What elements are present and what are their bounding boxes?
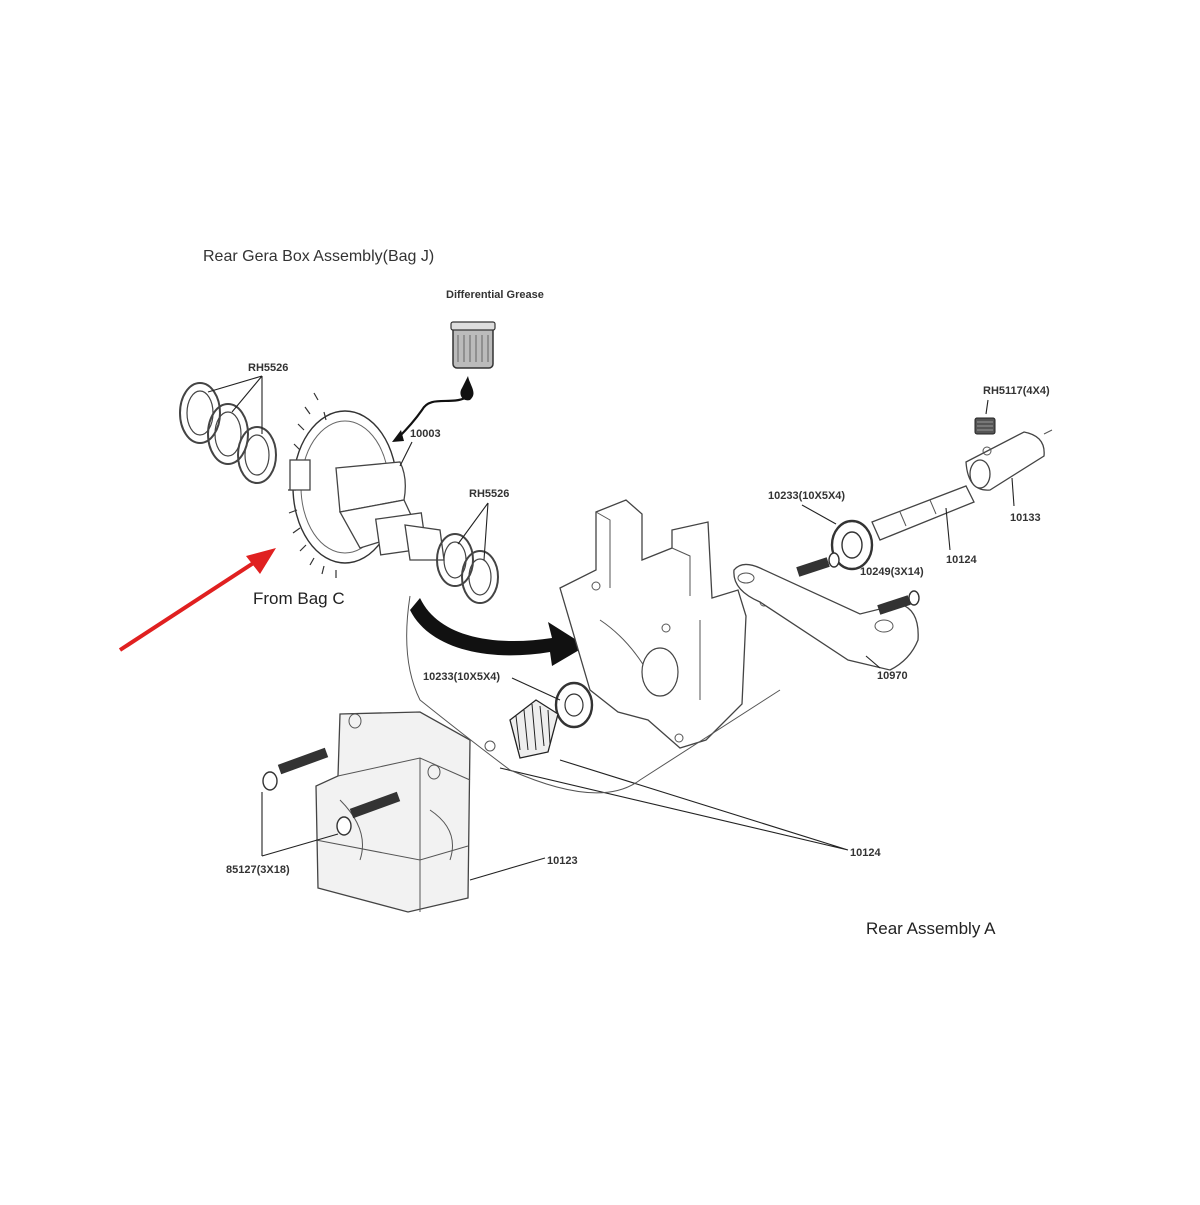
screws-low	[262, 747, 401, 836]
footer-title: Rear Assembly A	[866, 919, 996, 938]
label-shaft-top: 10124	[946, 554, 977, 566]
screws-mid	[796, 552, 920, 615]
gearbox-upper-case	[559, 499, 769, 749]
shim-washers-top	[179, 382, 277, 484]
grease-label: Differential Grease	[446, 289, 544, 301]
grease-jar-icon	[450, 321, 496, 369]
label-case-low: 10123	[547, 855, 578, 867]
bearing-top	[830, 519, 874, 571]
drive-shaft-top	[871, 485, 975, 541]
label-shims-mid: RH5526	[469, 488, 509, 500]
pinion-gear	[484, 699, 559, 759]
outdrive	[965, 429, 1053, 491]
shim-washers-mid	[436, 533, 499, 604]
label-diff: 10003	[410, 428, 441, 440]
gearbox-lower-case	[315, 711, 471, 913]
label-shims-top: RH5526	[248, 362, 288, 374]
grease-drop-icon	[392, 376, 474, 442]
rear-brace	[733, 563, 919, 671]
label-outdrive: 10133	[1010, 512, 1041, 524]
label-screws-mid: 10249(3X14)	[860, 566, 924, 578]
label-screws-low: 85127(3X18)	[226, 864, 290, 876]
label-bearing-top: 10233(10X5X4)	[768, 490, 845, 502]
differential-gear	[288, 392, 445, 578]
label-brace: 10970	[877, 670, 908, 682]
label-set-screw: RH5117(4X4)	[983, 385, 1050, 397]
label-shaft-low: 10124	[850, 847, 881, 859]
diagram-title: Rear Gera Box Assembly(Bag J)	[203, 248, 434, 265]
bearing-low	[554, 681, 594, 729]
from-bag-note: From Bag C	[253, 589, 345, 608]
label-bearing-low: 10233(10X5X4)	[423, 671, 500, 683]
set-screw-icon	[974, 417, 996, 435]
curved-arrow-icon	[410, 598, 586, 666]
red-arrow-icon	[118, 548, 276, 652]
